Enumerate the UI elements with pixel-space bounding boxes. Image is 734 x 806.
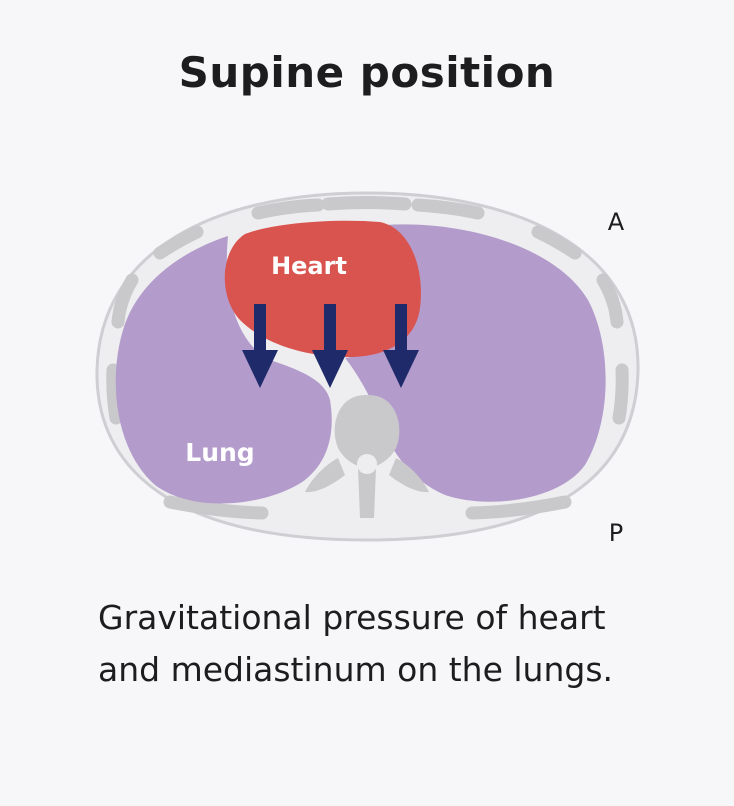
- vertebra: [305, 395, 429, 518]
- caption: Gravitational pressure of heart and medi…: [98, 598, 613, 689]
- anterior-label: A: [608, 208, 625, 236]
- pressure-arrow: [242, 304, 278, 388]
- lung-label: Lung: [185, 438, 254, 467]
- pressure-arrow: [383, 304, 419, 388]
- ribs: [106, 196, 629, 520]
- pressure-arrow: [312, 304, 348, 388]
- heart-label: Heart: [271, 252, 347, 280]
- pressure-arrows: [242, 304, 419, 388]
- posterior-label: P: [609, 519, 623, 547]
- spinal-canal: [357, 454, 377, 474]
- right-lung: [345, 224, 606, 502]
- heart: [224, 220, 421, 358]
- diagram-title: Supine position: [178, 48, 556, 97]
- left-lung: [115, 236, 332, 504]
